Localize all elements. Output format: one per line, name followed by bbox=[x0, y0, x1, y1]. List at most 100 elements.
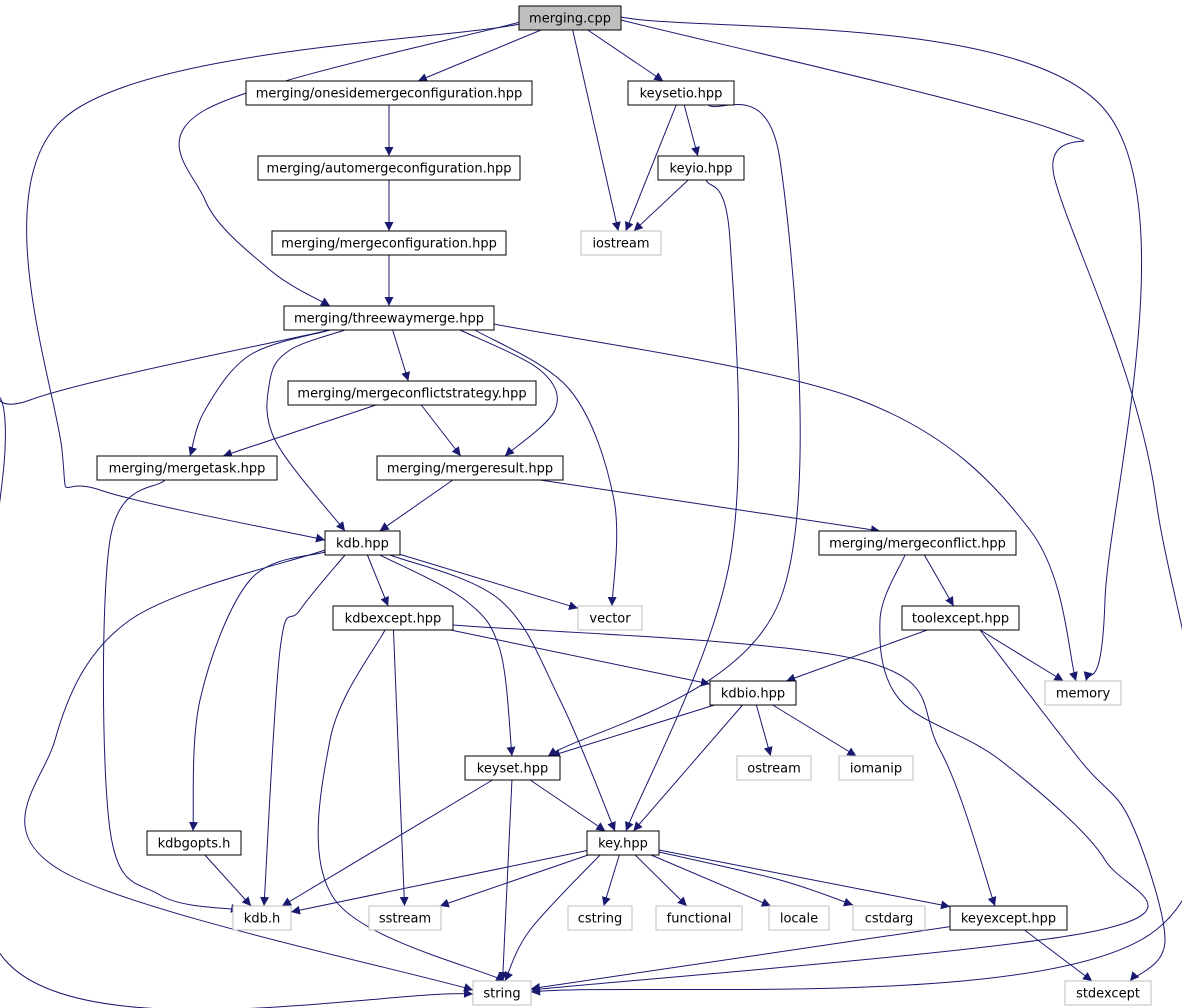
node-box-kdbh[interactable] bbox=[232, 905, 292, 931]
node-box-mergeresult[interactable] bbox=[376, 455, 564, 481]
edge-keyhpp-to-locale bbox=[650, 854, 772, 907]
node-box-memory[interactable] bbox=[1044, 680, 1122, 706]
node-mergetask[interactable]: merging/mergetask.hpp bbox=[96, 455, 278, 481]
edge-toolexcept-to-kdbio bbox=[786, 629, 928, 683]
node-kdbexcept[interactable]: kdbexcept.hpp bbox=[332, 605, 454, 631]
node-box-locale[interactable] bbox=[768, 905, 830, 931]
node-locale[interactable]: locale bbox=[768, 905, 830, 931]
edge-mergeresult-to-mergeconflict bbox=[539, 479, 881, 535]
node-box-toolexcept[interactable] bbox=[901, 605, 1020, 631]
node-iostream[interactable]: iostream bbox=[580, 230, 662, 256]
node-label-memory: memory bbox=[1056, 687, 1111, 702]
edge-keyio-to-iostream bbox=[633, 179, 689, 232]
node-box-vector[interactable] bbox=[577, 605, 643, 631]
node-box-mergetask[interactable] bbox=[96, 455, 278, 481]
node-box-cstdarg[interactable] bbox=[852, 905, 926, 931]
node-box-keyexcept[interactable] bbox=[949, 905, 1068, 931]
edge-merging_cpp-to-iostream bbox=[572, 29, 621, 232]
node-kdbgopts[interactable]: kdbgopts.h bbox=[146, 830, 242, 856]
node-keyhpp[interactable]: key.hpp bbox=[586, 830, 660, 856]
node-box-keysetio[interactable] bbox=[627, 80, 735, 106]
node-label-keyexcept: keyexcept.hpp bbox=[961, 912, 1056, 927]
node-toolexcept[interactable]: toolexcept.hpp bbox=[901, 605, 1020, 631]
node-mergeresult[interactable]: merging/mergeresult.hpp bbox=[376, 455, 564, 481]
node-box-threeway[interactable] bbox=[283, 305, 495, 331]
node-label-kdbio: kdbio.hpp bbox=[721, 687, 785, 702]
node-label-keyset: keyset.hpp bbox=[477, 762, 549, 777]
edge-kdbhpp-to-kdbgopts bbox=[188, 551, 326, 832]
node-box-automerge[interactable] bbox=[257, 155, 521, 181]
edge-merging_cpp-to-memory bbox=[620, 16, 1143, 682]
node-box-keyio[interactable] bbox=[657, 155, 745, 181]
node-box-string[interactable] bbox=[472, 980, 532, 1006]
edges-layer bbox=[0, 16, 1182, 1008]
node-keyio[interactable]: keyio.hpp bbox=[657, 155, 745, 181]
node-threeway[interactable]: merging/threewaymerge.hpp bbox=[283, 305, 495, 331]
edge-merging_cpp-to-string bbox=[530, 19, 1182, 996]
node-box-iostream[interactable] bbox=[580, 230, 662, 256]
node-keyset[interactable]: keyset.hpp bbox=[464, 755, 561, 781]
node-cstdarg[interactable]: cstdarg bbox=[852, 905, 926, 931]
edge-threeway-to-vector bbox=[474, 329, 618, 607]
node-mergeconfig[interactable]: merging/mergeconfiguration.hpp bbox=[271, 230, 507, 256]
edge-kdbio-to-keyhpp bbox=[633, 704, 743, 832]
node-kdbio[interactable]: kdbio.hpp bbox=[709, 680, 797, 706]
node-box-kdbhpp[interactable] bbox=[324, 530, 401, 556]
node-sstream[interactable]: sstream bbox=[368, 905, 442, 931]
node-box-keyset[interactable] bbox=[464, 755, 561, 781]
node-kdbh[interactable]: kdb.h bbox=[232, 905, 292, 931]
edge-threeway-to-string bbox=[0, 329, 474, 1008]
edge-threeway-to-conflictstrategy bbox=[392, 329, 410, 382]
edge-kdbhpp-to-vector bbox=[399, 553, 579, 610]
node-iomanip[interactable]: iomanip bbox=[838, 755, 914, 781]
node-stdexcept[interactable]: stdexcept bbox=[1064, 980, 1152, 1006]
node-ostream[interactable]: ostream bbox=[736, 755, 812, 781]
node-box-kdbexcept[interactable] bbox=[332, 605, 454, 631]
node-kdbhpp[interactable]: kdb.hpp bbox=[324, 530, 401, 556]
edge-merging_cpp-to-keysetio bbox=[587, 29, 664, 82]
node-box-mergeconfig[interactable] bbox=[271, 230, 507, 256]
node-string[interactable]: string bbox=[472, 980, 532, 1006]
node-box-mergeconflict[interactable] bbox=[818, 530, 1017, 556]
node-onesided[interactable]: merging/onesidemergeconfiguration.hpp bbox=[245, 80, 533, 106]
node-label-sstream: sstream bbox=[379, 912, 431, 927]
node-box-onesided[interactable] bbox=[245, 80, 533, 106]
node-memory[interactable]: memory bbox=[1044, 680, 1122, 706]
edge-merging_cpp-to-threeway bbox=[178, 21, 521, 307]
node-label-automerge: merging/automergeconfiguration.hpp bbox=[267, 162, 512, 177]
node-box-ostream[interactable] bbox=[736, 755, 812, 781]
node-functional[interactable]: functional bbox=[655, 905, 743, 931]
node-box-functional[interactable] bbox=[655, 905, 743, 931]
node-label-iomanip: iomanip bbox=[850, 762, 902, 777]
node-box-sstream[interactable] bbox=[368, 905, 442, 931]
node-box-kdbgopts[interactable] bbox=[146, 830, 242, 856]
edge-merging_cpp-to-kdbhpp bbox=[26, 23, 521, 543]
edge-kdbio-to-keyset bbox=[550, 704, 715, 758]
edge-toolexcept-to-stdexcept bbox=[979, 629, 1166, 982]
node-label-kdbh: kdb.h bbox=[244, 912, 280, 927]
node-conflictstrategy[interactable]: merging/mergeconflictstrategy.hpp bbox=[287, 380, 537, 406]
edge-kdbhpp-to-keyhpp bbox=[389, 554, 616, 832]
node-merging_cpp[interactable]: merging.cpp bbox=[518, 5, 622, 31]
edge-conflictstrategy-to-mergetask bbox=[222, 404, 377, 458]
edge-toolexcept-to-memory bbox=[979, 629, 1064, 682]
node-box-conflictstrategy[interactable] bbox=[287, 380, 537, 406]
node-label-toolexcept: toolexcept.hpp bbox=[912, 612, 1009, 627]
node-keysetio[interactable]: keysetio.hpp bbox=[627, 80, 735, 106]
node-vector[interactable]: vector bbox=[577, 605, 643, 631]
node-box-keyhpp[interactable] bbox=[586, 830, 660, 856]
node-box-iomanip[interactable] bbox=[838, 755, 914, 781]
node-automerge[interactable]: merging/automergeconfiguration.hpp bbox=[257, 155, 521, 181]
node-keyexcept[interactable]: keyexcept.hpp bbox=[949, 905, 1068, 931]
node-box-kdbio[interactable] bbox=[709, 680, 797, 706]
node-label-mergeconfig: merging/mergeconfiguration.hpp bbox=[281, 237, 497, 252]
node-label-iostream: iostream bbox=[592, 237, 649, 252]
node-box-cstring[interactable] bbox=[567, 905, 633, 931]
edge-threeway-to-memory bbox=[493, 323, 1078, 682]
node-box-merging_cpp[interactable] bbox=[518, 5, 622, 31]
node-box-stdexcept[interactable] bbox=[1064, 980, 1152, 1006]
node-mergeconflict[interactable]: merging/mergeconflict.hpp bbox=[818, 530, 1017, 556]
edge-keyhpp-to-functional bbox=[634, 854, 688, 907]
node-cstring[interactable]: cstring bbox=[567, 905, 633, 931]
